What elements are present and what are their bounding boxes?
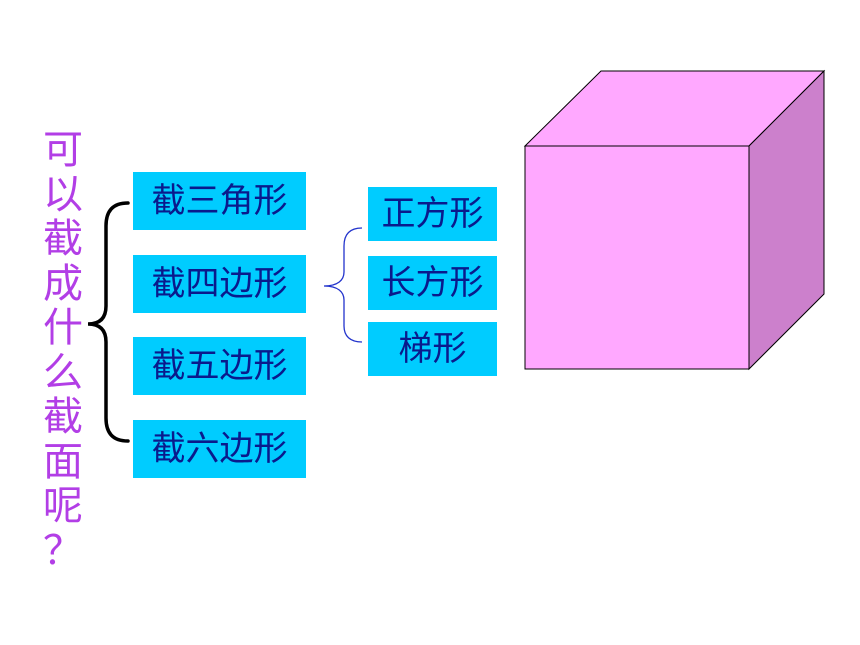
question-char: 成 [43,260,83,307]
sub-brace [323,227,363,343]
question-text: 可 以 截 成 什 么 截 面 呢 ？ [40,128,86,573]
cube [523,69,826,371]
question-char: 以 [43,171,83,218]
section-box-hexagon: 截六边形 [133,420,306,478]
shape-box-square: 正方形 [368,187,497,241]
question-char: 什 [43,305,83,351]
shape-box-rectangle: 长方形 [368,256,497,310]
shape-box-trapezoid: 梯形 [368,322,497,376]
question-char: ？ [43,527,83,574]
question-char: 面 [43,438,83,485]
question-char: 么 [43,349,83,396]
cube-front-face [524,145,750,370]
section-box-pentagon: 截五边形 [133,337,306,395]
section-box-triangle: 截三角形 [133,172,306,230]
main-brace [87,201,130,443]
question-char: 截 [43,394,83,440]
question-char: 呢 [43,483,83,529]
question-char: 截 [43,216,83,262]
question-char: 可 [43,127,83,173]
section-box-quadrilateral: 截四边形 [133,255,306,313]
